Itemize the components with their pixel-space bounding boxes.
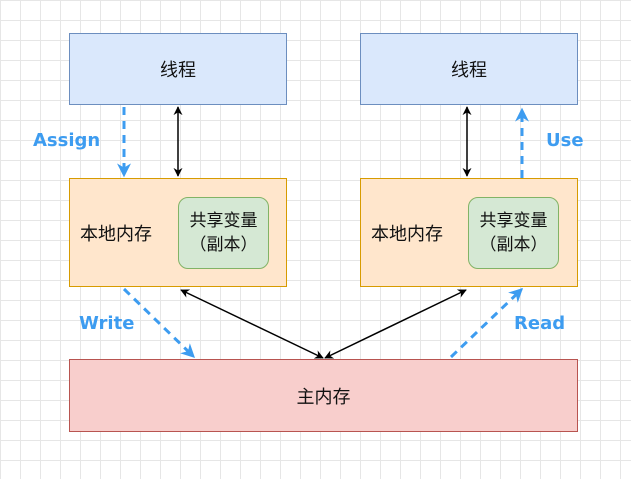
right-shared-variable-copy: 共享变量 （副本） [468,197,559,269]
left-shared-variable-copy: 共享变量 （副本） [178,197,269,269]
left-local-memory-label: 本地内存 [80,223,152,245]
read-label: Read [514,313,566,334]
left-thread-label: 线程 [160,60,196,81]
right-thread-label: 线程 [451,60,487,81]
right-local-memory-box: 本地内存 共享变量 （副本） [360,178,578,287]
left-shared-variable-line2: （副本） [189,235,258,255]
read-arrow [449,287,524,359]
right-shared-variable-line2: （副本） [479,235,548,255]
right-thread-box: 线程 [360,33,578,105]
main-memory-label: 主内存 [296,386,351,408]
left-local-memory-box: 本地内存 共享变量 （副本） [69,178,287,287]
write-label: Write [79,313,135,334]
main-memory-box: 主内存 [69,359,578,432]
left-thread-box: 线程 [69,33,287,105]
left-local-main-sync-arrow [180,289,324,359]
right-local-memory-label: 本地内存 [371,223,443,245]
right-local-main-sync-arrow [324,289,467,359]
assign-label: Assign [33,130,101,151]
right-shared-variable-line1: 共享变量 [479,211,548,231]
write-arrow [122,287,196,359]
use-label: Use [546,130,584,151]
left-shared-variable-line1: 共享变量 [189,211,258,231]
